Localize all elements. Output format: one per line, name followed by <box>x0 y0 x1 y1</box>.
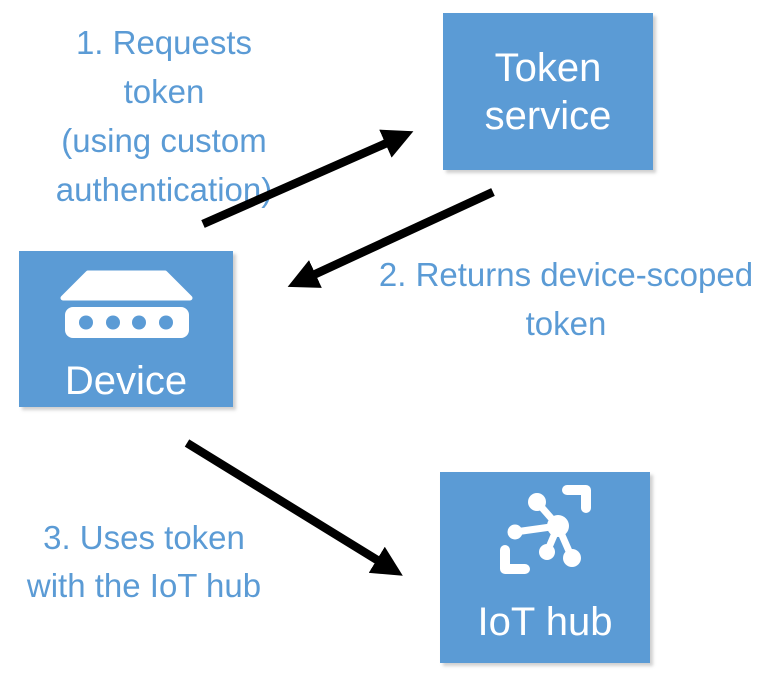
device-box: Device <box>19 251 233 407</box>
iot-hub-icon <box>500 485 591 574</box>
step1-line: (using custom <box>61 122 267 159</box>
step1-line: authentication) <box>55 171 273 208</box>
step3-line: with the IoT hub <box>26 567 262 604</box>
iot-hub-icon-brackets <box>500 485 591 574</box>
step3-label: 3. Uses token with the IoT hub <box>4 514 284 610</box>
step1-label: 1. Requests token (using custom authenti… <box>24 18 304 214</box>
iot-hub-label: IoT hub <box>477 600 613 644</box>
step2-label: 2. Returns device-scoped token <box>352 250 780 348</box>
token-service-label: Token service <box>484 45 612 138</box>
device-label: Device <box>64 359 188 403</box>
step1-line: 1. Requests <box>75 24 253 61</box>
device-icon-ports <box>79 315 173 330</box>
step2-line: token <box>525 305 607 342</box>
iot-hub-box: IoT hub <box>440 472 650 663</box>
device-icon <box>60 270 193 338</box>
token-service-box: Token service <box>443 13 653 170</box>
step1-line: token <box>123 73 205 110</box>
step3-line: 3. Uses token <box>43 519 245 556</box>
step2-line: 2. Returns device-scoped <box>378 256 754 293</box>
iot-hub-icon-nodes <box>507 493 581 567</box>
